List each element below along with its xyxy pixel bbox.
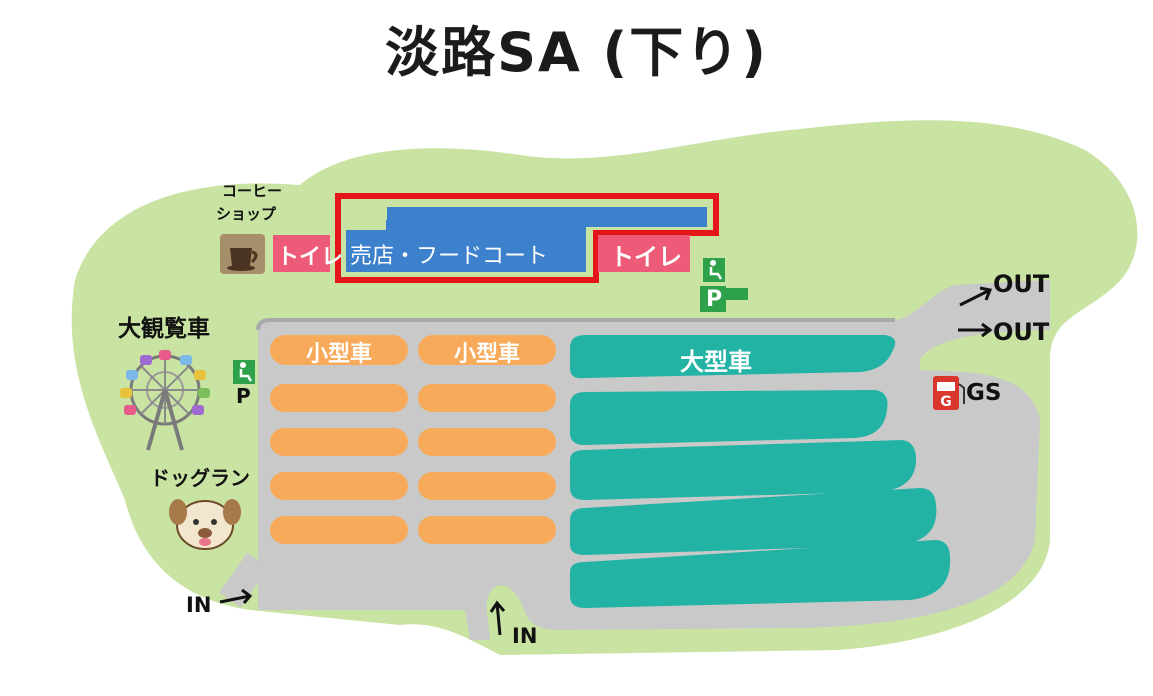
parking-pad (270, 384, 408, 412)
small-car-label-1: 小型車 (306, 342, 373, 367)
small-car-parking (270, 335, 556, 544)
toilet-right-box (598, 235, 690, 272)
gas-station-label: GS (966, 380, 1002, 406)
shop-building (346, 207, 707, 272)
entrance-label-1: IN (186, 593, 212, 617)
ferris-wheel-icon (120, 350, 210, 451)
dog-icon (169, 499, 241, 550)
coffee-shop-label-1: コーヒー (222, 182, 283, 200)
highlight-outline (335, 193, 719, 283)
arrow-out-1-icon (959, 286, 993, 307)
fuel-pump-icon: G (933, 376, 965, 410)
exit-label-2: OUT (993, 318, 1050, 346)
small-car-label-2: 小型車 (454, 342, 521, 367)
arrow-out-2-icon (958, 322, 993, 338)
toilet-left-label: トイレ (277, 245, 344, 270)
parking-bay (570, 540, 951, 608)
parking-pad (418, 384, 556, 412)
page-title: 淡路SA (下り) (385, 21, 768, 84)
arrow-in-1-icon (219, 588, 253, 604)
coffee-shop-label-2: ショップ (216, 205, 277, 223)
parking-pad (270, 472, 408, 500)
arrow-in-2-icon (489, 600, 506, 636)
ferris-wheel-label: 大観覧車 (118, 316, 210, 342)
accessible-parking-top-icon (700, 258, 748, 312)
entrance-label-2: IN (512, 624, 538, 648)
toilet-left-box (273, 235, 330, 272)
accessible-parking-top-label: P (706, 287, 723, 312)
parking-pad (270, 516, 408, 544)
parking-pad (418, 428, 556, 456)
large-car-label: 大型車 (680, 348, 752, 376)
parking-bay (570, 488, 937, 555)
svg-text:G: G (940, 394, 952, 410)
parking-bay (570, 390, 888, 445)
toilet-right-label: トイレ (610, 243, 682, 271)
exit-label-1: OUT (993, 270, 1050, 298)
dog-run-label: ドッグラン (150, 466, 250, 490)
arrow-icons (219, 286, 993, 636)
parking-pad (418, 472, 556, 500)
parking-pad (418, 335, 556, 365)
shop-food-court-label: 売店・フードコート (350, 244, 549, 269)
parking-pad (270, 428, 408, 456)
parking-bay (570, 335, 896, 379)
accessible-parking-left-icon (233, 360, 255, 384)
parking-bay (570, 440, 917, 500)
parking-pad (270, 335, 408, 365)
large-car-parking (570, 335, 951, 608)
coffee-cup-icon (220, 234, 265, 274)
parking-pad (418, 516, 556, 544)
accessible-parking-left-label: P (236, 384, 251, 408)
